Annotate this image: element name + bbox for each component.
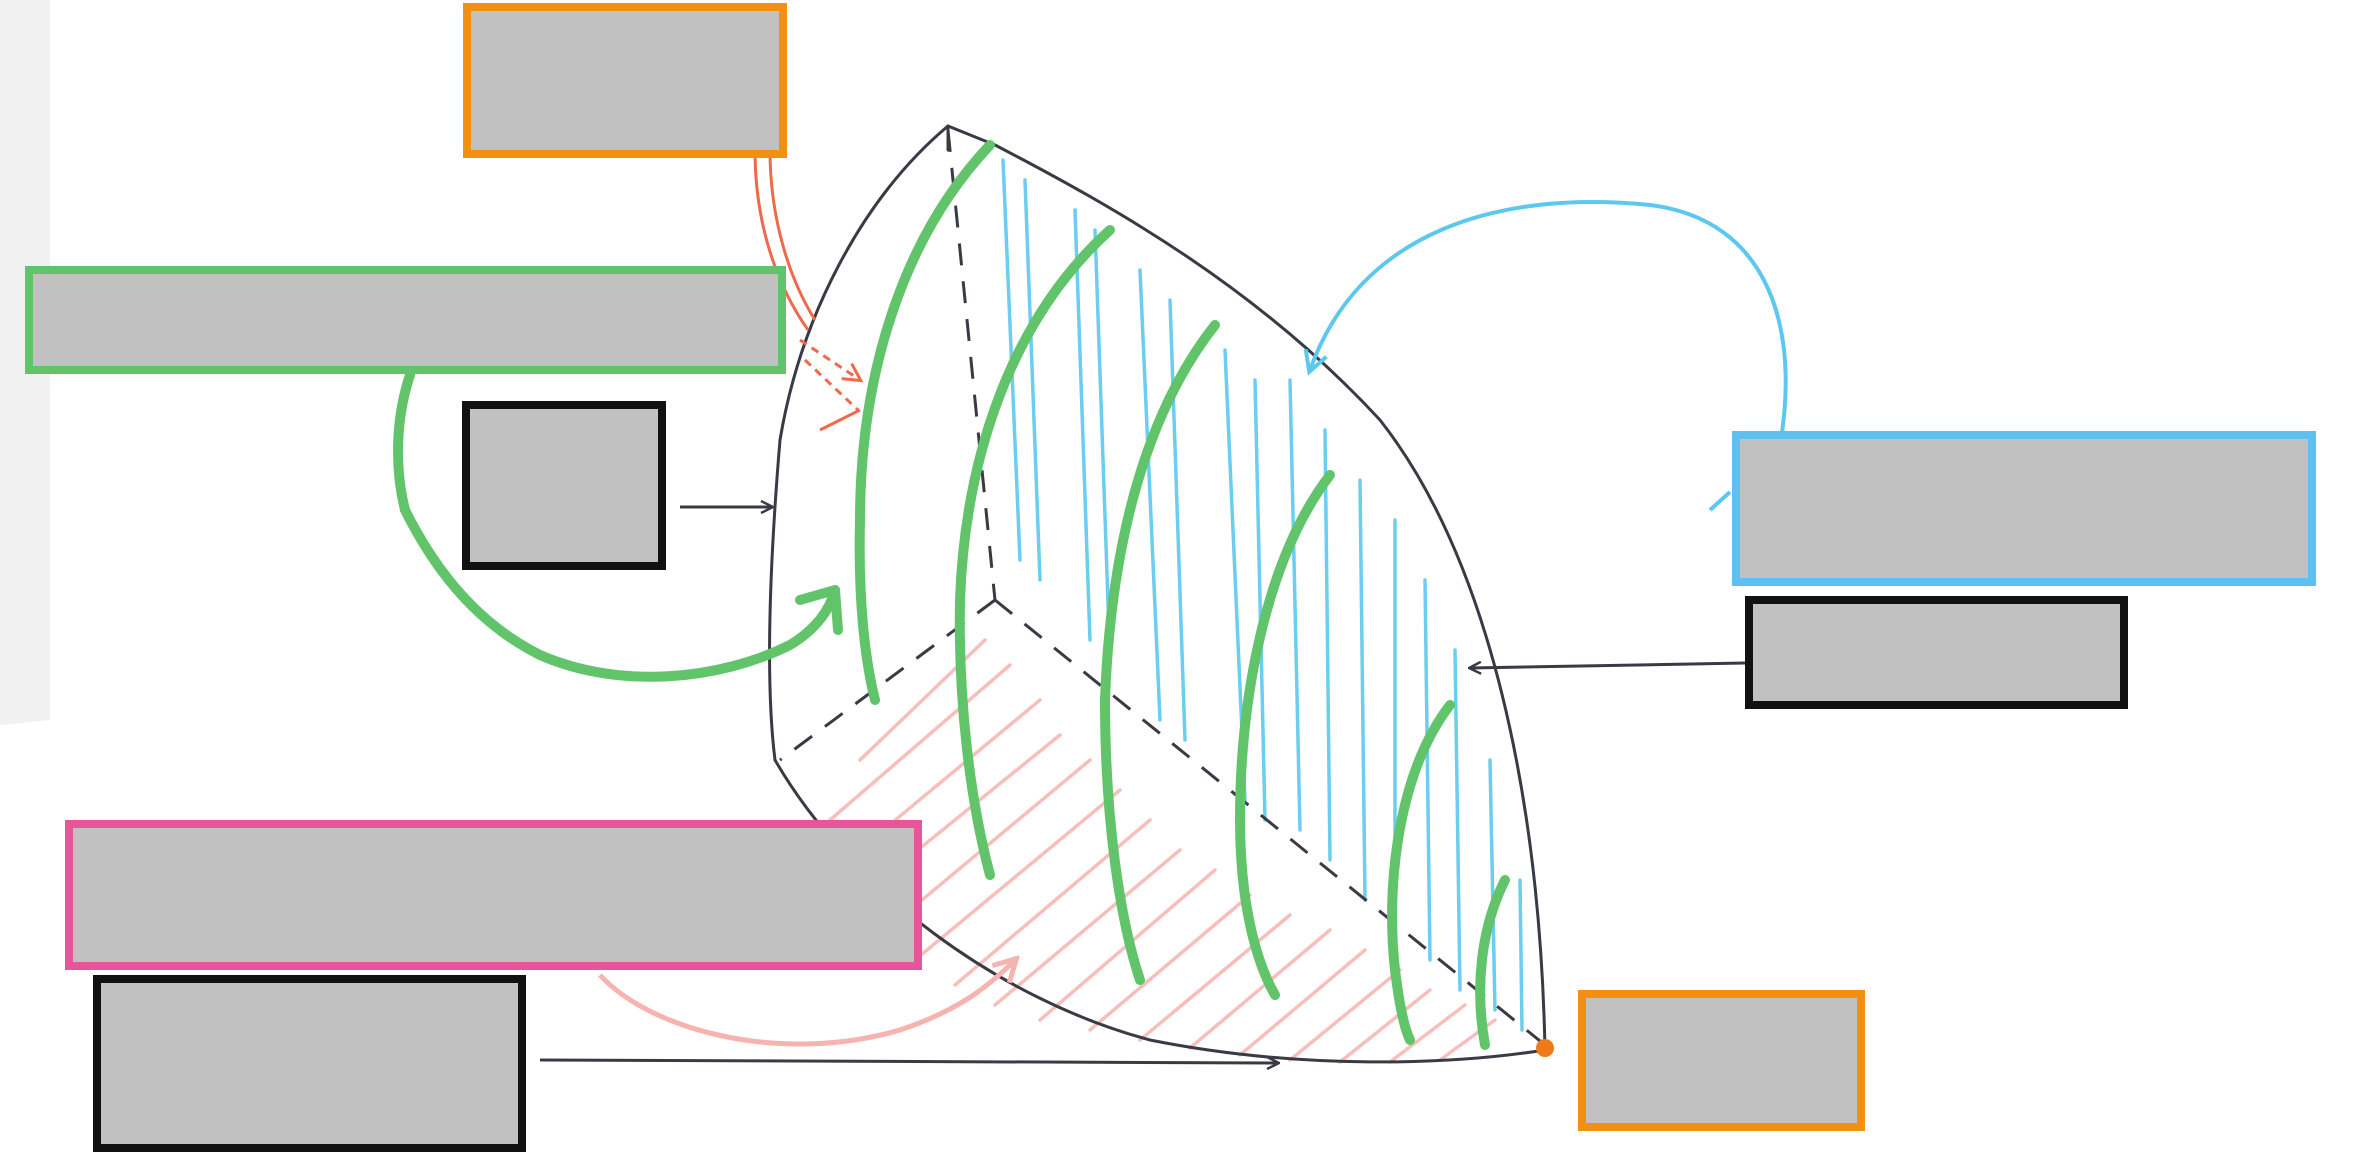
- red-arrows: [753, 149, 860, 432]
- label-black-small: [462, 401, 666, 570]
- pink-curved-arrow: [598, 960, 1015, 1047]
- green-arcs: [393, 140, 1510, 1050]
- label-blue-right: [1732, 431, 2316, 586]
- label-green-long: [25, 266, 786, 374]
- tip-point: [1536, 1039, 1554, 1057]
- blue-arrow-tail: [1708, 490, 1732, 512]
- label-black-right: [1745, 596, 2128, 709]
- label-orange-tip: [1578, 990, 1865, 1131]
- blue-hatching: [1001, 158, 1524, 1032]
- blue-curved-arrow: [1310, 200, 1788, 446]
- label-top-orange: [463, 3, 787, 158]
- arrow-black-bottom: [539, 1060, 1278, 1063]
- arrow-black-right: [1470, 663, 1746, 668]
- solid-outline: [768, 124, 1547, 1064]
- label-black-bottom: [93, 975, 526, 1152]
- label-pink-long: [65, 820, 922, 970]
